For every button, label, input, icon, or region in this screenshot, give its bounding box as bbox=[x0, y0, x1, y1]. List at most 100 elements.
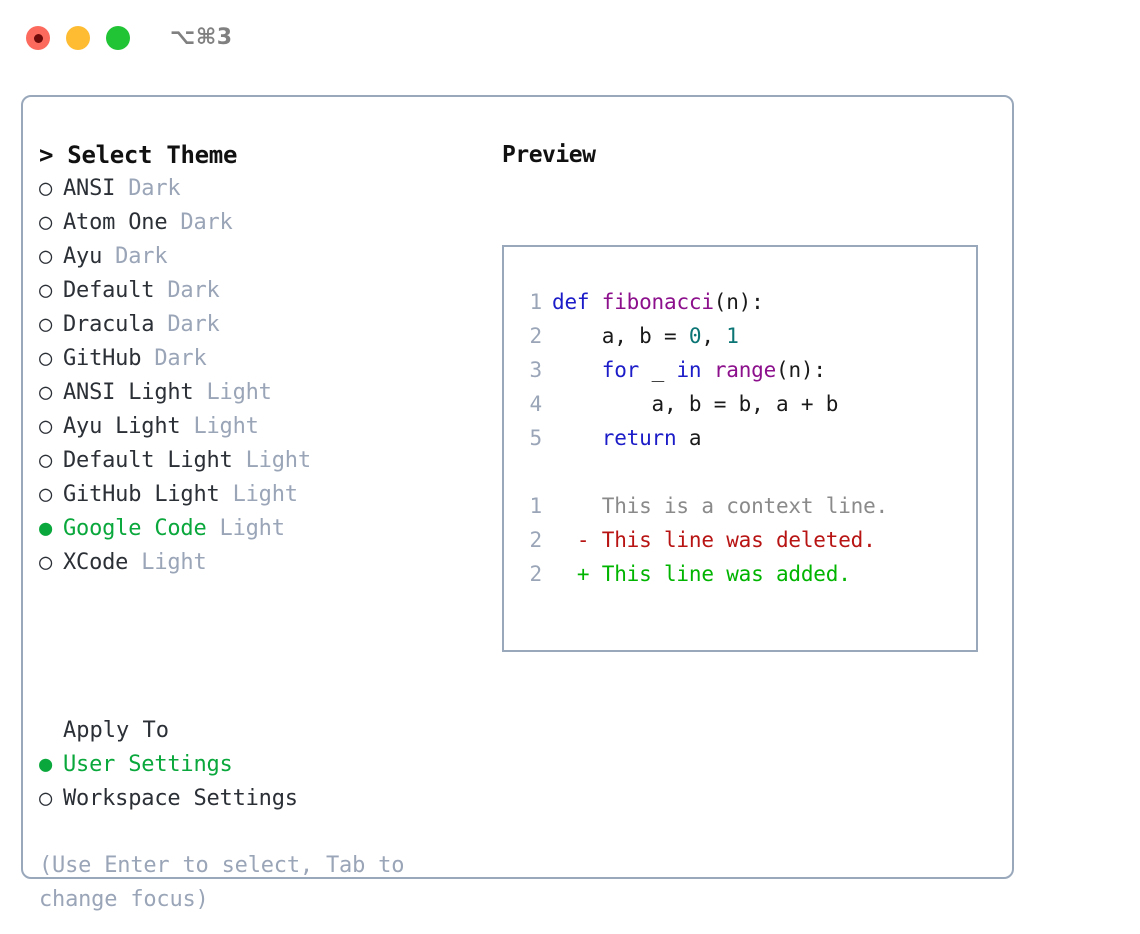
theme-option-variant: Light bbox=[180, 414, 259, 439]
code-token-plain: a, b = b, a + b bbox=[552, 392, 839, 416]
keyboard-hint: (Use Enter to select, Tab to change focu… bbox=[39, 853, 405, 912]
theme-option-label: Dracula bbox=[63, 312, 155, 337]
theme-list-header: > Select Theme bbox=[39, 141, 238, 169]
radio-unselected-icon: ○ bbox=[39, 176, 53, 201]
apply-to-option-workspace-settings[interactable]: ○Workspace Settings bbox=[39, 782, 479, 816]
code-token-plain: (n): bbox=[776, 358, 826, 382]
theme-list[interactable]: ○ANSI Dark○Atom One Dark○Ayu Dark○Defaul… bbox=[39, 172, 479, 580]
line-number: 4 bbox=[529, 392, 543, 416]
theme-option-variant: Light bbox=[206, 516, 285, 541]
apply-to-option-user-settings[interactable]: ● User Settings bbox=[39, 748, 479, 782]
code-line: 2 a, b = 0, 1 bbox=[516, 319, 966, 353]
theme-option-label: XCode bbox=[63, 550, 129, 575]
code-token-plain: a, b = bbox=[552, 324, 689, 348]
theme-option-label: GitHub Light bbox=[63, 482, 220, 507]
code-diff-separator bbox=[516, 455, 966, 489]
theme-option-label: Default bbox=[63, 278, 155, 303]
theme-option-variant: Dark bbox=[115, 176, 181, 201]
theme-selector-dialog: > Select Theme ○ANSI Dark○Atom One Dark○… bbox=[21, 95, 1014, 912]
diff-line-content: - This line was deleted. bbox=[552, 528, 876, 552]
code-token-kw: return bbox=[601, 426, 677, 450]
theme-option-variant: Dark bbox=[102, 244, 168, 269]
theme-option-label: Ayu bbox=[63, 244, 103, 269]
radio-unselected-icon: ○ bbox=[39, 380, 53, 405]
theme-option-dracula[interactable]: ○Dracula Dark bbox=[39, 308, 479, 342]
diff-line-add: 2 + This line was added. bbox=[516, 557, 966, 591]
code-line: 1 def fibonacci(n): bbox=[516, 285, 966, 319]
code-token-plain: , bbox=[701, 324, 727, 348]
theme-option-default[interactable]: ○Default Dark bbox=[39, 274, 479, 308]
theme-option-github-light[interactable]: ○ GitHub Light Light bbox=[39, 478, 479, 512]
theme-option-label: Default Light bbox=[63, 448, 233, 473]
line-number: 1 bbox=[529, 290, 543, 314]
radio-unselected-icon: ○ bbox=[39, 210, 53, 235]
code-token-kw: def bbox=[552, 290, 602, 314]
code-token-plain bbox=[552, 426, 602, 450]
code-token-kw: in bbox=[676, 358, 702, 382]
code-line: 4 a, b = b, a + b bbox=[516, 387, 966, 421]
code-token-plain bbox=[701, 358, 713, 382]
apply-to-options[interactable]: ● User Settings ○Workspace Settings bbox=[39, 748, 479, 816]
radio-unselected-icon: ○ bbox=[39, 786, 53, 811]
theme-option-variant: Light bbox=[219, 482, 298, 507]
theme-option-label: Ayu Light bbox=[63, 414, 181, 439]
theme-option-label: GitHub bbox=[63, 346, 142, 371]
line-number: 3 bbox=[529, 358, 543, 382]
theme-option-variant: Dark bbox=[154, 278, 220, 303]
theme-option-label: ANSI Light bbox=[63, 380, 194, 405]
code-token-fn: fibonacci bbox=[601, 290, 714, 314]
theme-list-panel: > Select Theme ○ANSI Dark○Atom One Dark○… bbox=[39, 138, 479, 580]
theme-option-ayu-light[interactable]: ○ Ayu Light Light bbox=[39, 410, 479, 444]
window-controls bbox=[26, 26, 130, 50]
diff-line-content: + This line was added. bbox=[552, 562, 851, 586]
theme-option-label: Google Code bbox=[63, 516, 207, 541]
code-token-num: 0 bbox=[688, 324, 702, 348]
diff-line-ctx: 1 This is a context line. bbox=[516, 489, 966, 523]
close-button[interactable] bbox=[26, 26, 50, 50]
code-token-plain: a bbox=[676, 426, 702, 450]
theme-option-variant: Dark bbox=[141, 346, 207, 371]
preview-header: Preview bbox=[502, 142, 596, 168]
radio-selected-icon: ● bbox=[39, 516, 53, 541]
window-title: ⌥⌘3 bbox=[170, 25, 233, 50]
code-line: 3 for _ in range(n): bbox=[516, 353, 966, 387]
minimize-button[interactable] bbox=[66, 26, 90, 50]
theme-option-github[interactable]: ○ GitHub Dark bbox=[39, 342, 479, 376]
theme-option-ansi[interactable]: ○ ANSI Dark bbox=[39, 172, 479, 206]
apply-to-option-label: User Settings bbox=[63, 752, 233, 777]
line-number: 1 bbox=[529, 494, 543, 518]
theme-option-ayu[interactable]: ○ Ayu Dark bbox=[39, 240, 479, 274]
theme-option-atom-one[interactable]: ○Atom One Dark bbox=[39, 206, 479, 240]
radio-unselected-icon: ○ bbox=[39, 414, 53, 439]
code-token-fn: range bbox=[713, 358, 777, 382]
theme-option-label: ANSI bbox=[63, 176, 116, 201]
theme-option-google-code[interactable]: ● Google Code Light bbox=[39, 512, 479, 546]
code-line: 5 return a bbox=[516, 421, 966, 455]
diff-line-del: 2 - This line was deleted. bbox=[516, 523, 966, 557]
radio-unselected-icon: ○ bbox=[39, 346, 53, 371]
theme-option-ansi-light[interactable]: ○ ANSI Light Light bbox=[39, 376, 479, 410]
code-token-plain: (n): bbox=[713, 290, 764, 314]
theme-option-variant: Light bbox=[232, 448, 311, 473]
maximize-button[interactable] bbox=[106, 26, 130, 50]
radio-unselected-icon: ○ bbox=[39, 550, 53, 575]
theme-option-variant: Light bbox=[193, 380, 272, 405]
line-number: 5 bbox=[529, 426, 543, 450]
theme-option-xcode[interactable]: ○XCode Light bbox=[39, 546, 479, 580]
theme-option-default-light[interactable]: ○Default Light Light bbox=[39, 444, 479, 478]
radio-unselected-icon: ○ bbox=[39, 244, 53, 269]
apply-to-group: Apply To ●User Settings○Workspace Settin… bbox=[39, 714, 479, 816]
radio-unselected-icon: ○ bbox=[39, 482, 53, 507]
line-number: 2 bbox=[529, 562, 543, 586]
code-token-plain: _ bbox=[639, 358, 677, 382]
code-token-num: 1 bbox=[726, 324, 739, 348]
code-token-plain bbox=[552, 358, 602, 382]
line-number: 2 bbox=[529, 324, 543, 348]
theme-option-variant: Dark bbox=[167, 210, 233, 235]
radio-selected-icon: ● bbox=[39, 752, 53, 777]
code-token-kw: for bbox=[601, 358, 640, 382]
theme-option-variant: Dark bbox=[154, 312, 220, 337]
